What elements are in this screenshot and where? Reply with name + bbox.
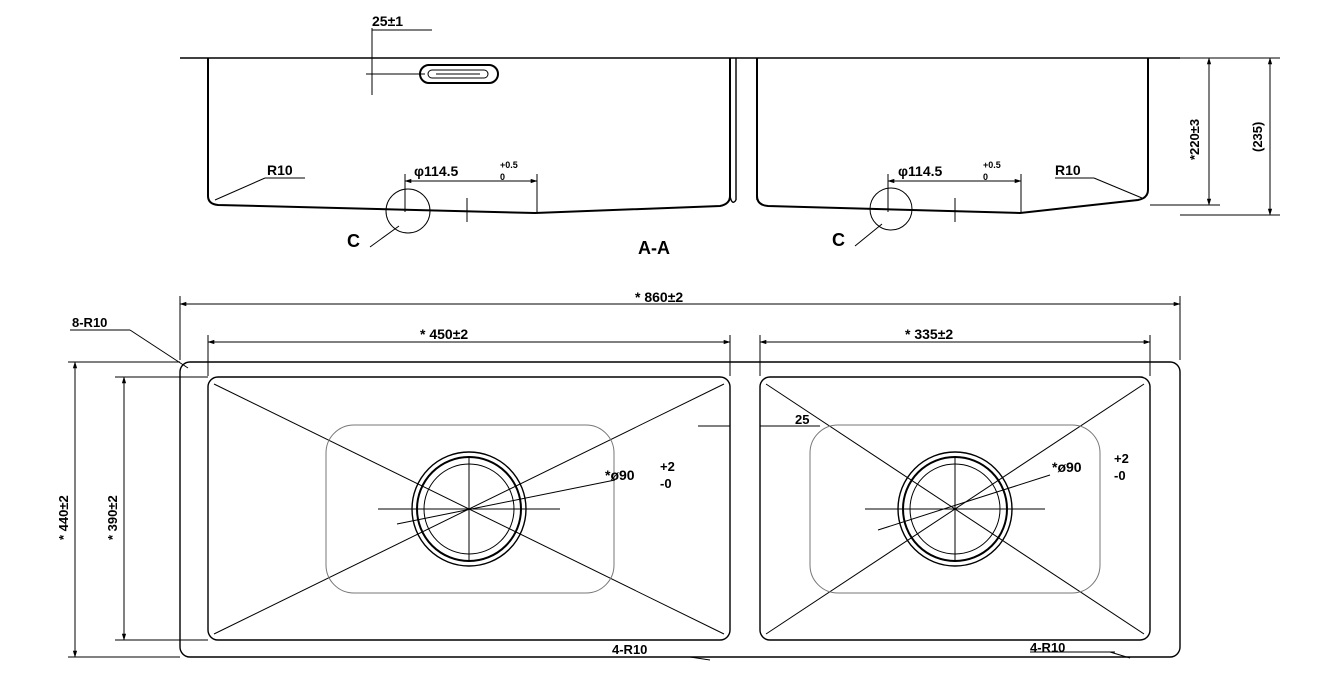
left-corner-radius-label: 4-R10 xyxy=(612,642,647,657)
left-bowl-width-label: * 450±2 xyxy=(420,326,468,342)
left-detail-circle xyxy=(385,188,431,234)
right-bowl-width-label: * 335±2 xyxy=(905,326,953,342)
right-bowl-section xyxy=(756,58,1149,215)
left-bowl xyxy=(207,376,731,641)
overall-width-label: * 860±2 xyxy=(635,289,683,305)
right-corner-radius-label: 4-R10 xyxy=(1030,640,1065,655)
right-drain-dia-label: φ114.5 xyxy=(898,163,942,179)
svg-text:-0: -0 xyxy=(1114,468,1126,483)
bowl-depth-label: * 390±2 xyxy=(105,495,120,540)
overall-height-label: (235) xyxy=(1250,122,1265,152)
svg-text:+2: +2 xyxy=(660,459,675,474)
svg-text:-0: -0 xyxy=(660,476,672,491)
overall-depth-label: * 440±2 xyxy=(56,495,71,540)
right-drain-label: *ø90 xyxy=(1052,459,1082,475)
divider-width-label: 25 xyxy=(795,412,809,427)
outer-corner-radius-label: 8-R10 xyxy=(72,315,107,330)
right-detail-circle xyxy=(869,187,913,231)
svg-text:0: 0 xyxy=(500,172,505,182)
left-radius-label: R10 xyxy=(267,162,293,178)
plan-view: *ø90 +2 -0 4-R10 *ø90 +2 -0 4-R10 25 * 8… xyxy=(56,289,1181,661)
svg-text:+2: +2 xyxy=(1114,451,1129,466)
right-bowl xyxy=(759,376,1151,641)
section-view: 25±1 φ114.5 +0.5 0 C R10 A-A φ114.5 +0.5… xyxy=(180,13,1280,258)
section-title: A-A xyxy=(638,238,670,258)
depth-label: *220±3 xyxy=(1187,119,1202,160)
top-offset-label: 25±1 xyxy=(372,13,403,29)
left-drain-label: *ø90 xyxy=(605,467,635,483)
right-detail-label: C xyxy=(832,230,845,250)
svg-text:0: 0 xyxy=(983,172,988,182)
left-bowl-section xyxy=(207,58,731,215)
svg-text:+0.5: +0.5 xyxy=(983,160,1001,170)
left-drain-dia-label: φ114.5 xyxy=(414,163,458,179)
left-detail-label: C xyxy=(347,231,360,251)
right-radius-label: R10 xyxy=(1055,162,1081,178)
svg-text:+0.5: +0.5 xyxy=(500,160,518,170)
